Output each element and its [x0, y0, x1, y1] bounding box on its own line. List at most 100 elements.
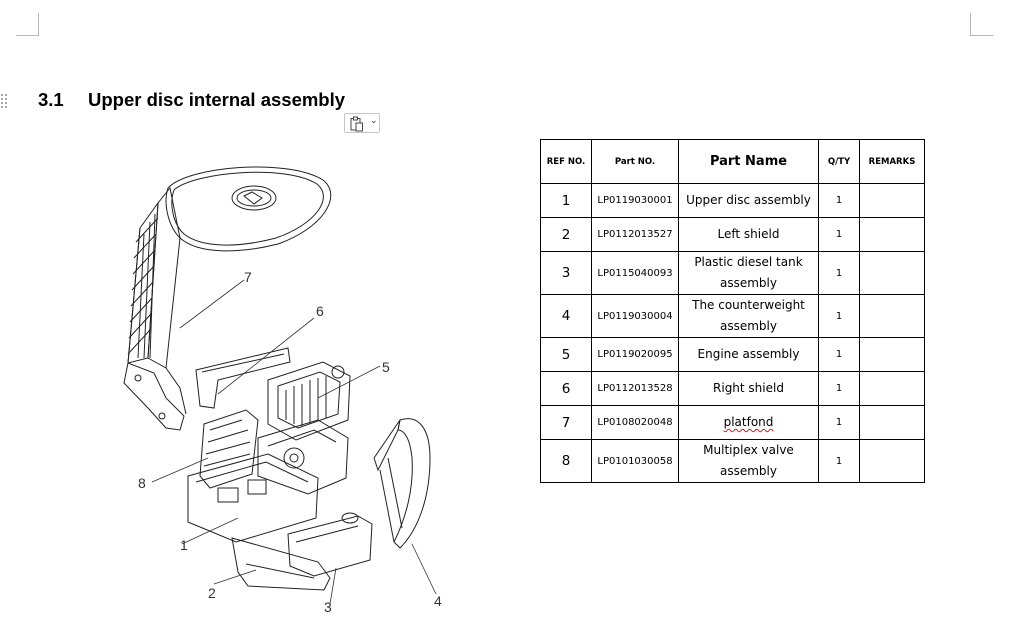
- multiplex-valve-and-frame: [187, 409, 319, 543]
- engine-assembly: [257, 361, 351, 495]
- table-row: 6 LP0112013528 Right shield 1: [540, 371, 925, 406]
- cell-part-name-text: Engine assembly: [697, 347, 800, 361]
- cell-qty: 1: [818, 294, 860, 338]
- cell-qty: 1: [818, 405, 860, 440]
- cell-part-no-text: LP0119030004: [597, 310, 673, 322]
- cell-part-name-text: Upper disc assembly: [686, 193, 811, 207]
- page-corner-mark-top-left: [16, 13, 39, 36]
- cell-part-no: LP0112013527: [591, 217, 679, 252]
- cell-part-no: LP0112013528: [591, 371, 679, 406]
- cell-qty: 1: [818, 183, 860, 218]
- paste-options-button[interactable]: ⌄: [344, 113, 380, 133]
- header-ref-no: REF NO.: [540, 139, 592, 184]
- parts-table: REF NO. Part NO. Part Name Q/TY REMARKS …: [540, 139, 925, 483]
- section-heading: 3.1 Upper disc internal assembly: [38, 89, 345, 111]
- table-row: 4 LP0119030004 The counterweight assembly 1: [540, 294, 925, 338]
- cell-ref-no: 4: [540, 294, 592, 338]
- table-row: 8 LP0101030058 Multiplex valve assembly 1: [540, 439, 925, 483]
- section-title: Upper disc internal assembly: [88, 89, 346, 110]
- cell-part-name-text: Left shield: [717, 227, 780, 241]
- page-corner-mark-top-right: [970, 13, 993, 36]
- cell-qty-text: 1: [835, 267, 843, 279]
- cell-qty: 1: [818, 217, 860, 252]
- cell-ref-no-text: 6: [561, 380, 571, 397]
- section-number: 3.1: [38, 89, 64, 110]
- cell-part-no-text: LP0108020048: [597, 417, 673, 428]
- cell-ref-no-text: 2: [561, 226, 571, 243]
- cell-part-no: LP0115040093: [591, 251, 679, 295]
- callout-5: 5: [382, 359, 390, 375]
- cell-part-no: LP0108020048: [591, 405, 679, 440]
- cell-qty-text: 1: [835, 417, 843, 428]
- cell-qty: 1: [818, 439, 860, 483]
- cell-part-no-text: LP0119030001: [597, 195, 673, 206]
- cell-qty: 1: [818, 251, 860, 295]
- left-shield: [231, 537, 331, 591]
- callout-8: 8: [138, 475, 146, 491]
- cell-qty-text: 1: [835, 229, 843, 240]
- cell-part-no: LP0101030058: [591, 439, 679, 483]
- cell-ref-no-text: 7: [561, 414, 571, 431]
- cell-qty-text: 1: [835, 310, 843, 322]
- cell-part-name: Upper disc assembly: [678, 183, 819, 218]
- cell-part-no-text: LP0119020095: [597, 349, 673, 360]
- header-part-name: Part Name: [678, 139, 819, 184]
- cell-remarks: [859, 371, 925, 406]
- cell-part-name: Plastic diesel tank assembly: [678, 251, 819, 295]
- header-part-no: Part NO.: [591, 139, 679, 184]
- cell-part-no-text: LP0115040093: [597, 267, 673, 279]
- cell-part-no-text: LP0112013527: [597, 229, 673, 240]
- cell-ref-no: 7: [540, 405, 592, 440]
- cell-ref-no: 5: [540, 337, 592, 372]
- cell-ref-no-text: 4: [561, 308, 571, 324]
- chevron-down-icon: ⌄: [370, 115, 378, 125]
- cell-ref-no: 6: [540, 371, 592, 406]
- callout-2: 2: [208, 585, 216, 601]
- table-row: 3 LP0115040093 Plastic diesel tank assembl…: [540, 251, 925, 295]
- diesel-tank: [287, 512, 373, 577]
- cell-part-name: platfond: [678, 405, 819, 440]
- cell-qty-text: 1: [835, 455, 843, 467]
- cell-qty-text: 1: [835, 383, 843, 394]
- clipboard-icon: [350, 116, 363, 132]
- cell-part-name: Multiplex valve assembly: [678, 439, 819, 483]
- cell-qty-text: 1: [835, 349, 843, 360]
- drag-handle-icon[interactable]: [1, 94, 9, 108]
- cell-remarks: [859, 294, 925, 338]
- cell-part-name: The counterweight assembly: [678, 294, 819, 338]
- counterweight: [373, 418, 431, 549]
- cell-remarks: [859, 183, 925, 218]
- cell-qty: 1: [818, 337, 860, 372]
- cell-remarks: [859, 405, 925, 440]
- table-row: 1 LP0119030001 Upper disc assembly 1: [540, 183, 925, 218]
- callout-6: 6: [316, 303, 324, 319]
- table-row: 2 LP0112013527 Left shield 1: [540, 217, 925, 252]
- cell-ref-no-text: 3: [561, 265, 571, 281]
- cell-qty: 1: [818, 371, 860, 406]
- exploded-assembly-drawing: 1 2 3 4 5 6 7 8: [123, 166, 442, 615]
- cell-part-no-text: LP0101030058: [597, 455, 673, 467]
- cell-remarks: [859, 337, 925, 372]
- table-row: 7 LP0108020048 platfond 1: [540, 405, 925, 440]
- cell-part-name-text: Plastic diesel tank assembly: [694, 255, 803, 290]
- cell-ref-no-text: 1: [561, 192, 571, 209]
- header-qty: Q/TY: [818, 139, 860, 184]
- callout-4: 4: [434, 593, 442, 609]
- callout-leaders: [151, 279, 437, 605]
- table-row: 5 LP0119020095 Engine assembly 1: [540, 337, 925, 372]
- cell-part-no: LP0119030001: [591, 183, 679, 218]
- header-remarks: REMARKS: [859, 139, 925, 184]
- cell-part-name-text: Right shield: [713, 381, 784, 395]
- cell-remarks: [859, 217, 925, 252]
- callout-7: 7: [244, 269, 252, 285]
- cell-part-name-text: platfond: [723, 415, 774, 429]
- cell-ref-no: 8: [540, 439, 592, 483]
- right-shield: [195, 347, 291, 409]
- callout-1: 1: [180, 537, 188, 553]
- cell-part-no: LP0119020095: [591, 337, 679, 372]
- cell-part-name: Right shield: [678, 371, 819, 406]
- cell-remarks: [859, 439, 925, 483]
- cell-qty-text: 1: [835, 195, 843, 206]
- cell-part-no: LP0119030004: [591, 294, 679, 338]
- cell-part-name: Left shield: [678, 217, 819, 252]
